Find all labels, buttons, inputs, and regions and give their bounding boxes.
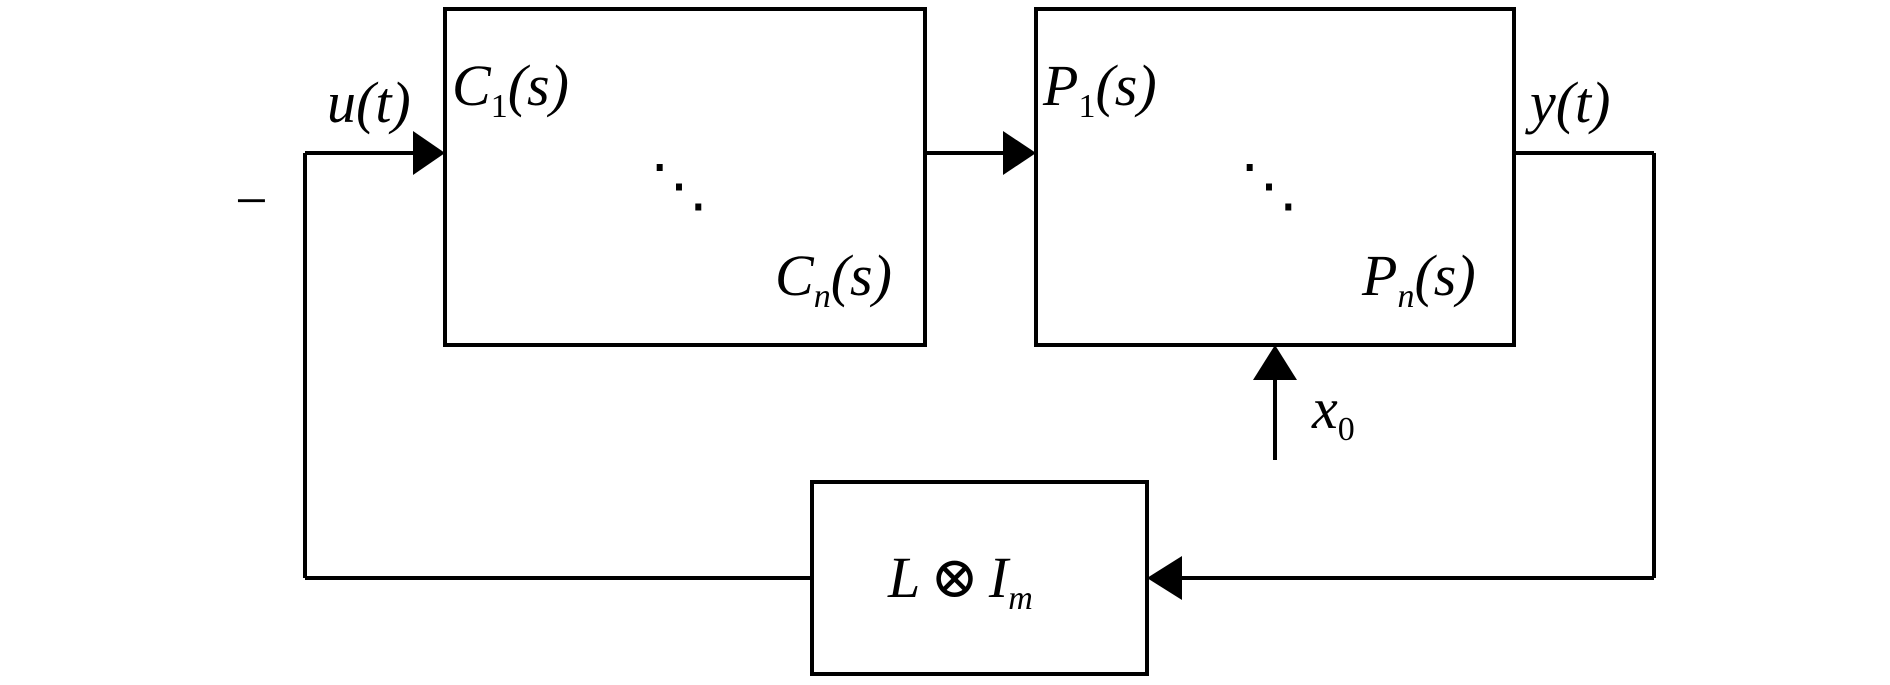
feedback-label: L⊗Im <box>887 545 1033 617</box>
plant-first-label: P1(s) <box>1042 53 1157 125</box>
plant-dots: ⋱ <box>1240 153 1298 218</box>
feedback-block <box>810 480 1149 676</box>
initial-condition-label: x0 <box>1311 376 1355 448</box>
connection-arrow <box>1003 131 1036 175</box>
feedback-input-arrow <box>1147 556 1182 600</box>
plant-block <box>1034 7 1516 347</box>
negative-sign: − <box>235 168 268 233</box>
controller-block <box>443 7 927 347</box>
controller-last-label: Cn(s) <box>775 243 892 315</box>
input-signal-label: u(t) <box>327 70 411 135</box>
input-arrow <box>413 131 445 175</box>
controller-dots: ⋱ <box>650 153 708 218</box>
output-signal-label: y(t) <box>1525 70 1611 135</box>
controller-first-label: C1(s) <box>452 53 569 125</box>
plant-last-label: Pn(s) <box>1361 243 1476 315</box>
initial-condition-arrow <box>1253 345 1297 380</box>
